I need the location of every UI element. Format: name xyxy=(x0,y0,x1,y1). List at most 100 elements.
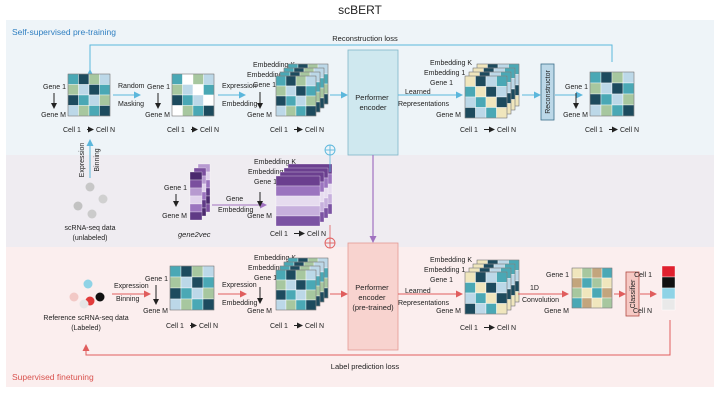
raw-matrix-gene-1: Gene 1 xyxy=(43,84,66,91)
prediction-cell xyxy=(661,298,676,311)
matrix-cell xyxy=(202,287,215,300)
gene2vec-cell xyxy=(189,195,203,205)
pretrain-embedding-gene-1: Gene 1 xyxy=(253,82,276,89)
matrix-cell xyxy=(99,94,111,106)
matrix-cell xyxy=(464,107,476,119)
reconstructed-matrix-cell-1: Cell 1 xyxy=(585,127,603,134)
reconstructed-matrix-cell-n: Cell N xyxy=(620,127,639,134)
matrix-cell xyxy=(496,271,508,283)
pretrain-embedding-stack xyxy=(275,75,317,117)
gene-embedding-gene-m: Gene M xyxy=(247,213,272,220)
matrix-cell xyxy=(464,75,476,87)
expression-binning-vertical-1: Expression xyxy=(79,143,86,178)
matrix-cell xyxy=(191,298,204,311)
matrix-cell xyxy=(202,265,215,278)
finetune-matrix-gene-m: Gene M xyxy=(143,308,168,315)
pretrain-representation-gene-m: Gene M xyxy=(436,112,461,119)
gene-embedding-row xyxy=(275,175,321,187)
gene-embedding-gene-1: Gene 1 xyxy=(254,179,277,186)
matrix-cell xyxy=(485,282,497,294)
matrix-cell xyxy=(305,85,317,97)
gene-embedding-cell-n: Cell N xyxy=(307,231,326,238)
matrix-cell xyxy=(485,86,497,98)
random-masking-label-2: Masking xyxy=(118,101,144,108)
matrix-cell xyxy=(203,73,215,85)
gene-embedding-row xyxy=(275,215,321,227)
matrix-cell xyxy=(285,85,297,97)
matrix-cell xyxy=(171,105,183,117)
matrix-cell xyxy=(67,84,79,96)
matrix-cell xyxy=(285,75,297,87)
matrix-cell xyxy=(78,94,90,106)
finetune-representation-gene-1: Gene 1 xyxy=(430,277,453,284)
matrix-cell xyxy=(601,277,613,289)
finetune-representation-cell-1: Cell 1 xyxy=(460,325,478,332)
matrix-cell xyxy=(285,289,297,301)
matrix-cell xyxy=(611,82,624,95)
gene2vec-gene-1: Gene 1 xyxy=(164,185,187,192)
matrix-cell xyxy=(305,95,317,107)
raw-matrix-cell-n: Cell N xyxy=(96,127,115,134)
matrix-cell xyxy=(589,104,602,117)
pretrain-embedding-cell-1: Cell 1 xyxy=(270,127,288,134)
labeled-data-label-1: Reference scRNA-seq data xyxy=(43,315,128,322)
unlabeled-cell-dot xyxy=(87,209,97,219)
matrix-border xyxy=(589,71,635,117)
matrix-cell xyxy=(295,95,307,107)
matrix-cell xyxy=(485,292,497,304)
finetune-representation-embedding-k: Embedding K xyxy=(430,257,472,264)
performer-encoder-pretrained-label: Performer encoder (pre-trained) xyxy=(352,283,394,312)
conv-gene-1: Gene 1 xyxy=(546,272,569,279)
conv-gene-m: Gene M xyxy=(544,308,569,315)
matrix-cell xyxy=(622,82,635,95)
matrix-cell xyxy=(295,279,307,291)
matrix-cell xyxy=(171,84,183,96)
matrix-cell xyxy=(305,269,317,281)
expression-binning-label-2: Binning xyxy=(116,296,139,303)
finetune-expression-embedding-label-2: Embedding xyxy=(222,300,258,307)
gene-embedding-embedding-1: Embedding 1 xyxy=(248,169,289,176)
convolution-label-2: Convolution xyxy=(522,297,559,304)
matrix-border xyxy=(67,73,111,117)
finetune-embedding-cell-n: Cell N xyxy=(305,323,324,330)
finetune-embedding-gene-1: Gene 1 xyxy=(254,275,277,282)
matrix-cell xyxy=(88,105,100,117)
label-prediction-loss-label: Label prediction loss xyxy=(331,362,400,371)
matrix-cell xyxy=(496,107,508,119)
matrix-cell xyxy=(475,292,487,304)
matrix-cell xyxy=(169,276,182,289)
matrix-cell xyxy=(485,96,497,108)
labeled-data-label-2: (Labeled) xyxy=(71,325,101,332)
pretrain-representation-gene-1: Gene 1 xyxy=(430,80,453,87)
matrix-cell xyxy=(78,84,90,96)
matrix-cell xyxy=(581,287,593,299)
gene2vec-label: gene2vec xyxy=(178,230,211,239)
reconstructed-matrix-gene-m: Gene M xyxy=(563,112,588,119)
matrix-cell xyxy=(485,107,497,119)
unlabeled-cell-dot xyxy=(98,194,108,204)
labeled-cell-dot xyxy=(95,292,105,302)
finetune-embedding-cell-1: Cell 1 xyxy=(270,323,288,330)
matrix-cell xyxy=(464,282,476,294)
finetune-learned-label-1: Learned xyxy=(405,288,431,295)
performer-encoder-pretrained-box xyxy=(347,242,399,351)
matrix-cell xyxy=(600,104,613,117)
matrix-cell xyxy=(622,93,635,106)
matrix-cell xyxy=(581,267,593,279)
finetune-representation-gene-m: Gene M xyxy=(436,308,461,315)
matrix-cell xyxy=(581,297,593,309)
matrix-cell xyxy=(571,287,583,299)
matrix-border xyxy=(275,75,317,117)
random-masking-label-1: Random xyxy=(118,83,145,90)
matrix-border xyxy=(464,271,508,315)
matrix-cell xyxy=(600,71,613,84)
raw-matrix-gene-m: Gene M xyxy=(41,112,66,119)
pretrain-representation-embedding-k: Embedding K xyxy=(430,60,472,67)
reconstruction-loss-arrow xyxy=(86,44,613,76)
pretrain-representation-stack xyxy=(464,75,508,119)
matrix-border xyxy=(571,267,613,309)
finetune-embedding-embedding-1: Embedding 1 xyxy=(248,265,289,272)
matrix-cell xyxy=(169,265,182,278)
matrix-cell xyxy=(192,94,204,106)
matrix-cell xyxy=(496,86,508,98)
